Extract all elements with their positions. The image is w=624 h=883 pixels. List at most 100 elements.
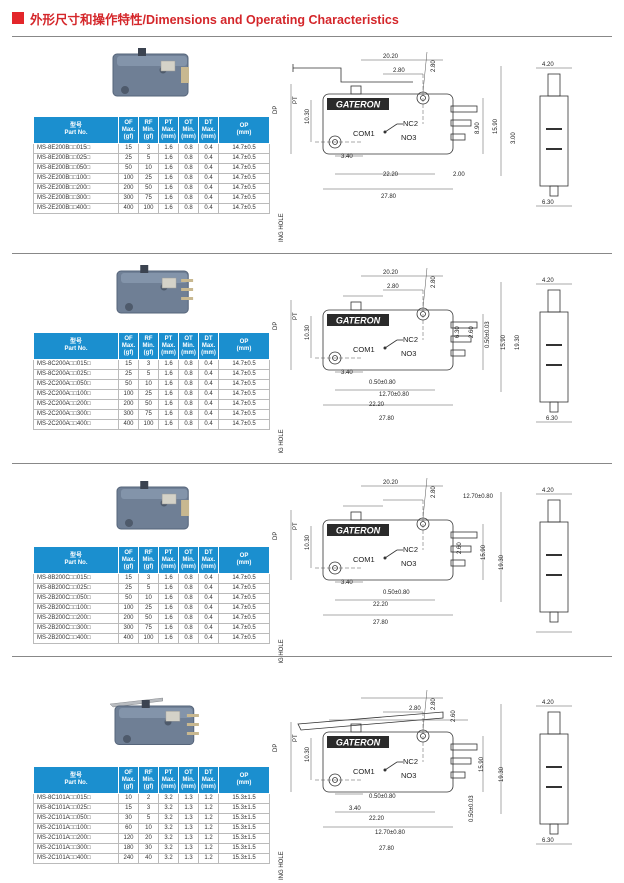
header-text: (mm) xyxy=(236,560,252,566)
dimension-label: 2.60 xyxy=(451,710,457,722)
terminal-com-label: COM1 xyxy=(353,129,375,138)
header-text: (mm) xyxy=(201,349,216,356)
value-cell: 14.7±0.5 xyxy=(218,143,270,154)
value-cell: 3 xyxy=(138,359,159,370)
dimension-label: 3.40 xyxy=(341,580,353,586)
part-number-cell: MS-8C200A□□025□ xyxy=(33,369,119,380)
header-text: (mm) xyxy=(236,130,252,136)
dimension-label: 12.70±0.80 xyxy=(379,392,410,398)
value-cell: 1.2 xyxy=(198,803,219,814)
value-cell: 0.4 xyxy=(198,603,219,614)
value-cell: 15.3±1.5 xyxy=(218,813,270,824)
value-cell: 10 xyxy=(138,593,159,604)
header-text: RF xyxy=(144,549,153,556)
value-cell: 14.7±0.5 xyxy=(218,203,270,214)
header-text: Max. xyxy=(161,776,176,783)
value-cell: 1.6 xyxy=(158,143,179,154)
value-cell: 0.8 xyxy=(178,583,199,594)
mounting-hole-label: MOUNTING HOLE xyxy=(279,851,285,880)
value-cell: 25 xyxy=(118,153,139,164)
part-number-cell: MS-2C101A□□050□ xyxy=(33,813,119,824)
header-text: Part No. xyxy=(64,780,88,786)
value-cell: 10 xyxy=(118,793,139,804)
value-cell: 1.3 xyxy=(178,803,199,814)
value-cell: 0.4 xyxy=(198,399,219,410)
divider xyxy=(12,36,612,37)
value-cell: 0.8 xyxy=(178,183,199,194)
header-text: (mm) xyxy=(181,563,196,570)
value-cell: 1.6 xyxy=(158,623,179,634)
value-cell: 15 xyxy=(118,573,139,584)
terminal-com-label: COM1 xyxy=(353,767,375,776)
header-text: (gf) xyxy=(123,783,134,790)
dimension-label: 6.30 xyxy=(546,416,558,422)
part-number-cell: MS-8E200B□□015□ xyxy=(33,143,119,154)
header-text: Min. xyxy=(182,342,195,349)
dimension-label: 10.30 xyxy=(305,324,311,340)
header-text: (gf) xyxy=(143,133,154,140)
part-number-cell: MS-2C200A□□200□ xyxy=(33,399,119,410)
header-text: (gf) xyxy=(123,133,134,140)
part-number-cell: MS-2E200B□□100□ xyxy=(33,173,119,184)
value-cell: 1.3 xyxy=(178,813,199,824)
column-header-op: OP(mm) xyxy=(218,546,270,574)
value-cell: 40 xyxy=(138,853,159,864)
dimension-label: 27.80 xyxy=(373,620,389,626)
value-cell: 1.6 xyxy=(158,153,179,164)
terminal-no-label: NO3 xyxy=(401,559,416,568)
mounting-hole-label: MOUNTING HOLE xyxy=(279,429,285,453)
header-text: (mm) xyxy=(201,783,216,790)
value-cell: 1.6 xyxy=(158,409,179,420)
value-cell: 15.3±1.5 xyxy=(218,833,270,844)
part-number-cell: MS-8E200B□□025□ xyxy=(33,153,119,164)
part-number-cell: MS-8B200C□□015□ xyxy=(33,573,119,584)
divider xyxy=(12,463,612,464)
value-cell: 0.4 xyxy=(198,359,219,370)
value-cell: 15 xyxy=(118,359,139,370)
part-number-cell: MS-2B200C□□050□ xyxy=(33,593,119,604)
value-cell: 100 xyxy=(118,603,139,614)
header-text: (gf) xyxy=(143,349,154,356)
value-cell: 25 xyxy=(138,603,159,614)
value-cell: 14.7±0.5 xyxy=(218,183,270,194)
dimension-label: 22.20 xyxy=(369,402,385,408)
value-cell: 1.6 xyxy=(158,603,179,614)
value-cell: 14.7±0.5 xyxy=(218,409,270,420)
value-cell: 20 xyxy=(138,833,159,844)
value-cell: 200 xyxy=(118,399,139,410)
dimension-label: 15.90 xyxy=(479,756,485,772)
header-text: PT xyxy=(164,335,173,342)
value-cell: 0.4 xyxy=(198,203,219,214)
terminal-com-label: COM1 xyxy=(353,555,375,564)
value-cell: 1.2 xyxy=(198,833,219,844)
value-cell: 60 xyxy=(118,823,139,834)
value-cell: 1.3 xyxy=(178,853,199,864)
value-cell: 0.4 xyxy=(198,193,219,204)
value-cell: 0.8 xyxy=(178,143,199,154)
dimension-label: 0.50±0.80 xyxy=(369,380,396,386)
header-text: 型号 xyxy=(69,123,82,129)
dimension-label: 2.80 xyxy=(431,60,437,72)
dimension-label: 3.40 xyxy=(341,154,353,160)
header-text: Max. xyxy=(161,556,176,563)
header-text: DT xyxy=(204,335,213,342)
